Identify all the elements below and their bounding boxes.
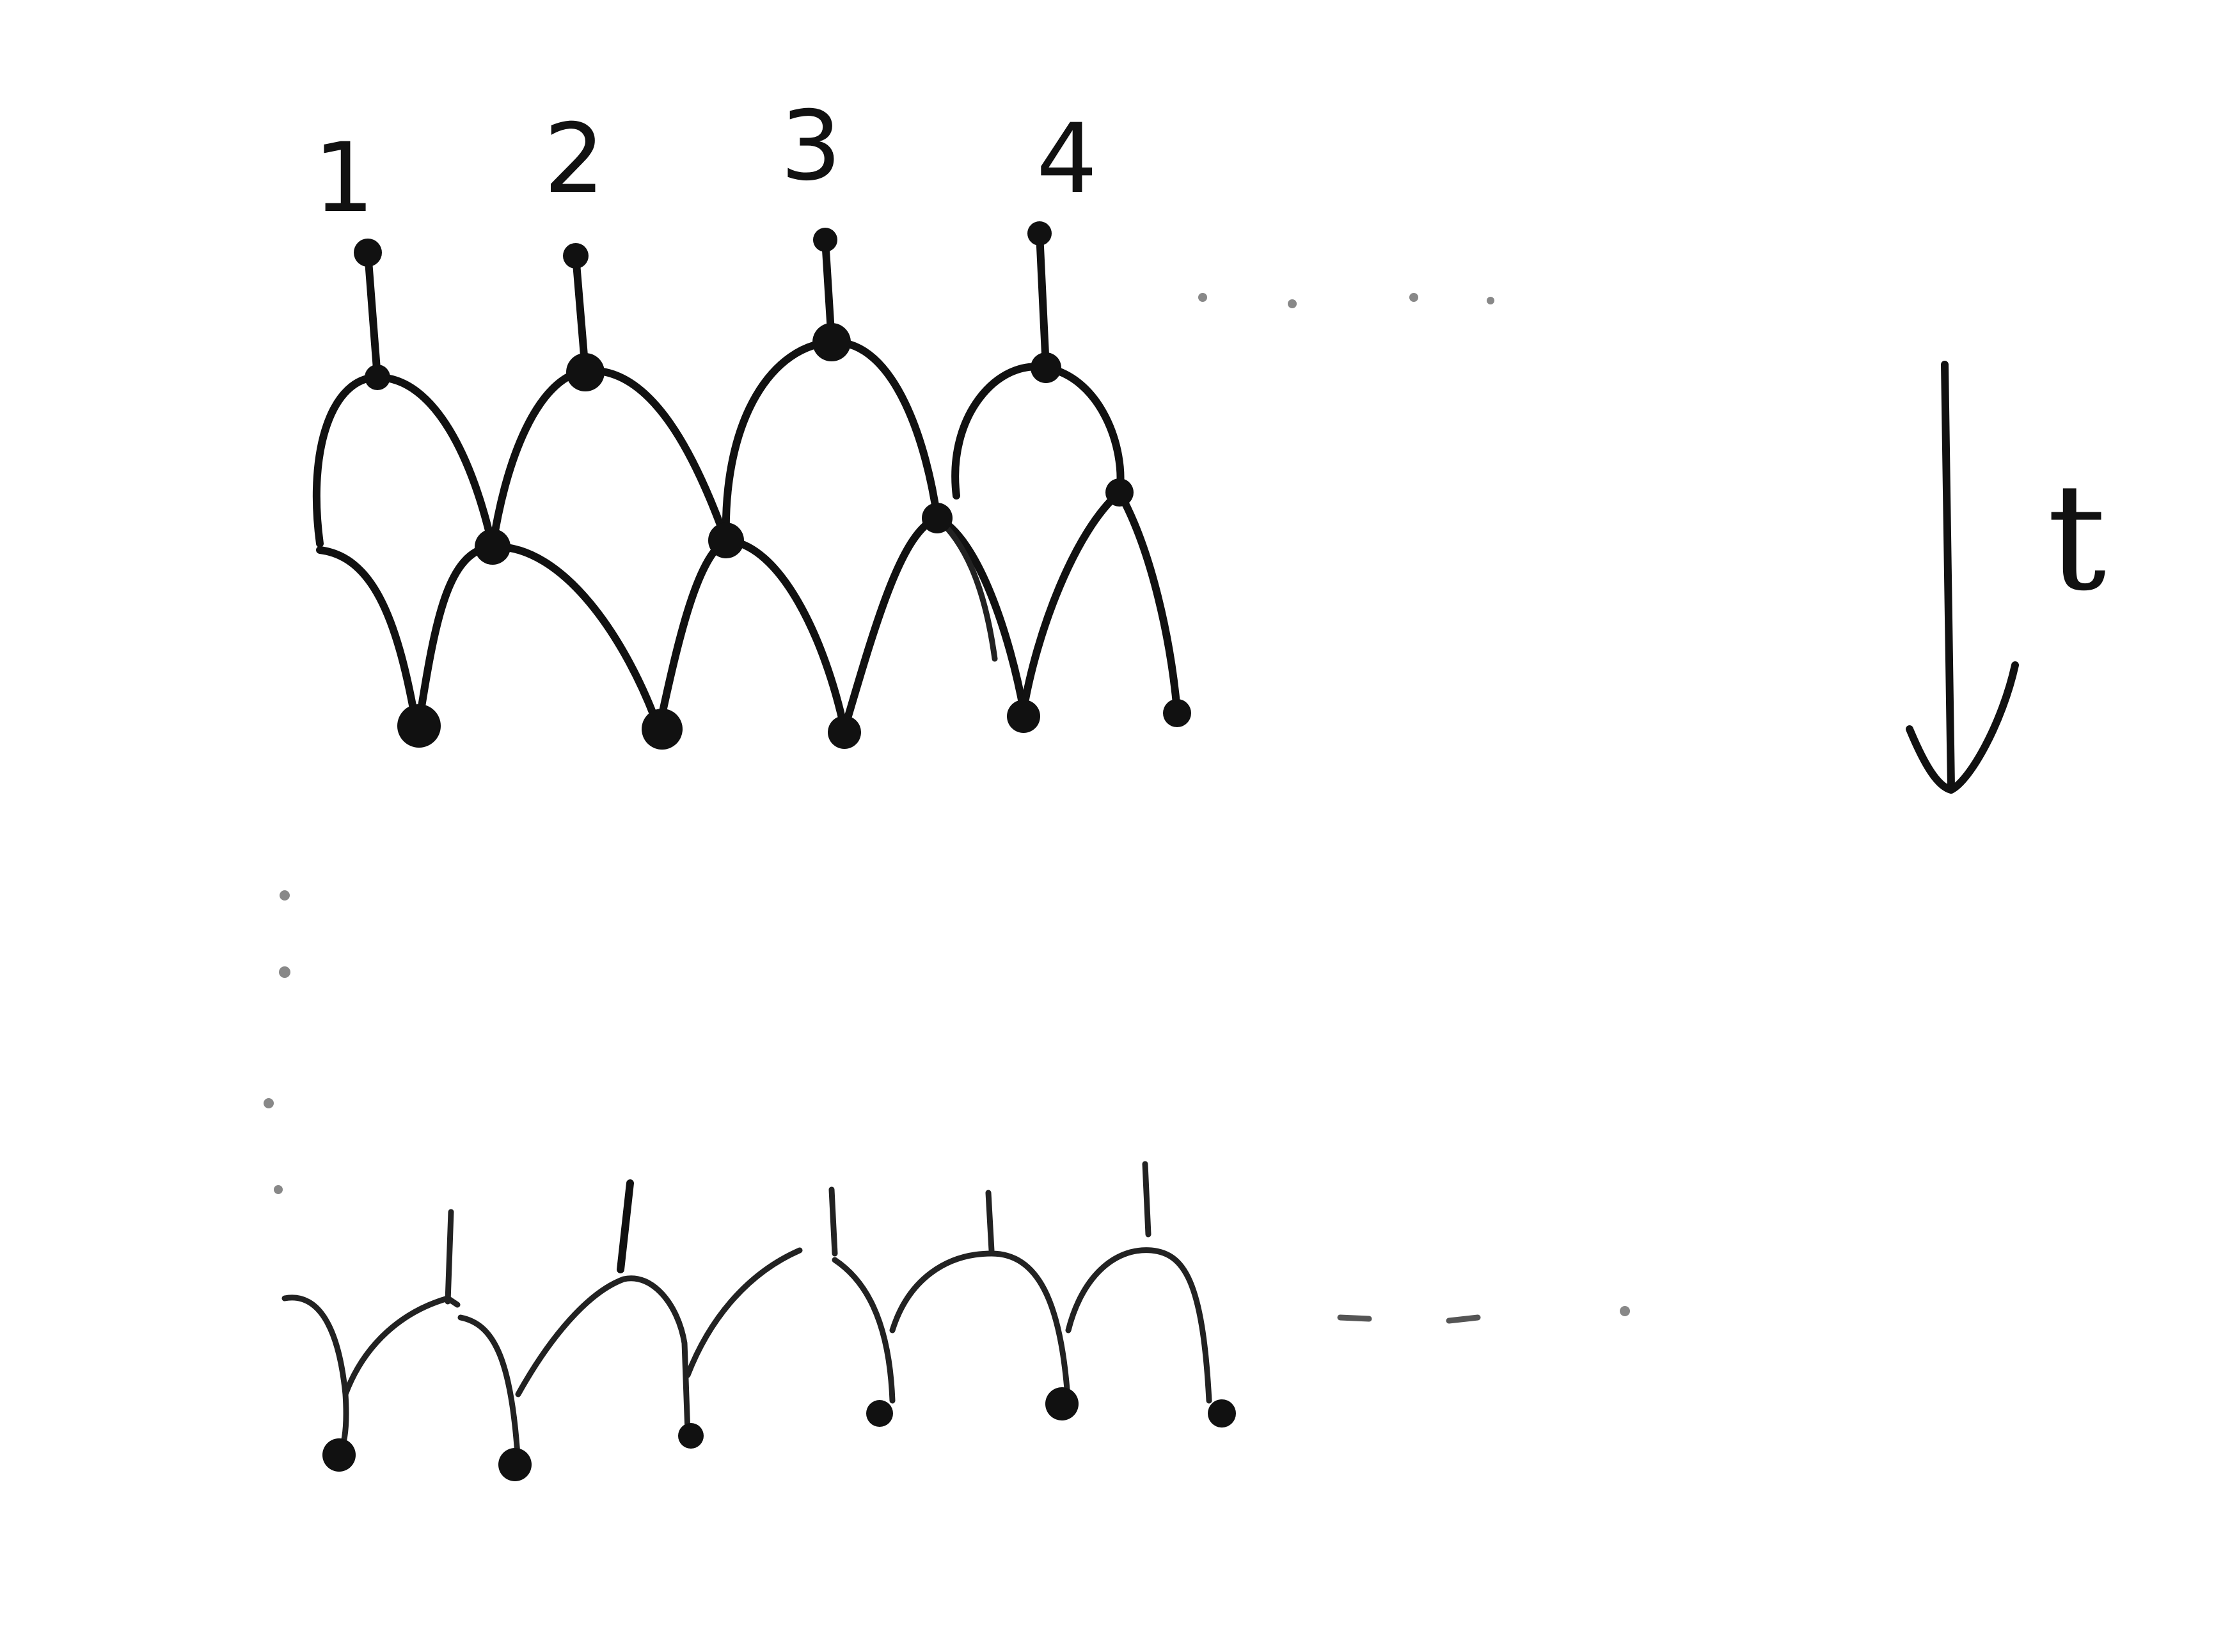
stem-1 <box>364 249 381 381</box>
stem-4 <box>1036 230 1050 372</box>
wave-6 <box>832 1257 896 1404</box>
wave-2 <box>342 1295 461 1397</box>
column-label-3: 3 <box>780 91 841 202</box>
stub-3 <box>828 1186 838 1257</box>
node-bottom-5 <box>1163 699 1191 727</box>
arch-lower-4 <box>841 514 1027 733</box>
vertical-continuation <box>264 890 290 1194</box>
arch-upper-2 <box>489 366 730 551</box>
node-lower-4 <box>866 1400 893 1427</box>
arch-lower-3 <box>655 537 848 733</box>
node-mid-3 <box>812 323 851 361</box>
stub-2 <box>617 1179 634 1273</box>
lower-network <box>281 1161 1236 1481</box>
wave-5 <box>684 1247 803 1378</box>
node-lower-2 <box>498 1448 532 1481</box>
node-junction-2 <box>708 523 744 558</box>
stub-4 <box>985 1190 995 1254</box>
stem-2 <box>572 252 589 375</box>
node-junction-3 <box>922 503 953 533</box>
node-bottom-2 <box>642 709 683 750</box>
node-lower-5 <box>1045 1387 1079 1420</box>
time-arrow <box>1906 361 2019 794</box>
wave-3 <box>457 1314 521 1468</box>
arch-upper-1 <box>312 374 496 551</box>
node-bottom-1 <box>397 704 441 748</box>
column-label-4: 4 <box>1036 104 1097 215</box>
node-mid-4 <box>1031 352 1061 383</box>
upper-network <box>312 221 1191 750</box>
arch-lower-5 <box>1020 489 1181 714</box>
arch-upper-4 <box>951 363 1125 500</box>
stub-5 <box>1142 1161 1151 1238</box>
wave-1 <box>281 1294 349 1458</box>
stub-1 <box>445 1209 454 1305</box>
node-lower-3 <box>678 1423 704 1449</box>
node-mid-1 <box>365 365 390 390</box>
node-bottom-4 <box>1007 700 1040 733</box>
wave-7 <box>889 1250 1072 1410</box>
time-arrow-shaft <box>1941 361 1955 791</box>
node-bottom-3 <box>828 716 861 749</box>
time-arrow-head <box>1906 661 2019 794</box>
node-top-1 <box>354 239 382 267</box>
node-lower-6 <box>1208 1399 1236 1428</box>
column-label-2: 2 <box>544 104 605 215</box>
upper-continuation <box>1198 293 1494 308</box>
time-label: t <box>2047 453 2106 624</box>
node-mid-2 <box>566 353 605 391</box>
arch-upper-3 <box>722 338 941 544</box>
node-lower-1 <box>322 1438 356 1472</box>
lower-continuation <box>1337 1306 1630 1324</box>
node-top-3 <box>813 228 837 252</box>
node-top-2 <box>563 243 589 269</box>
column-label-1: 1 <box>313 123 374 234</box>
node-top-4 <box>1027 221 1052 246</box>
node-junction-1 <box>475 529 510 565</box>
node-junction-4 <box>1105 478 1134 507</box>
wave-8 <box>1065 1247 1212 1404</box>
arch-lower-2 <box>415 542 663 733</box>
wave-4 <box>515 1275 691 1436</box>
arch-lower-1 <box>316 546 420 727</box>
